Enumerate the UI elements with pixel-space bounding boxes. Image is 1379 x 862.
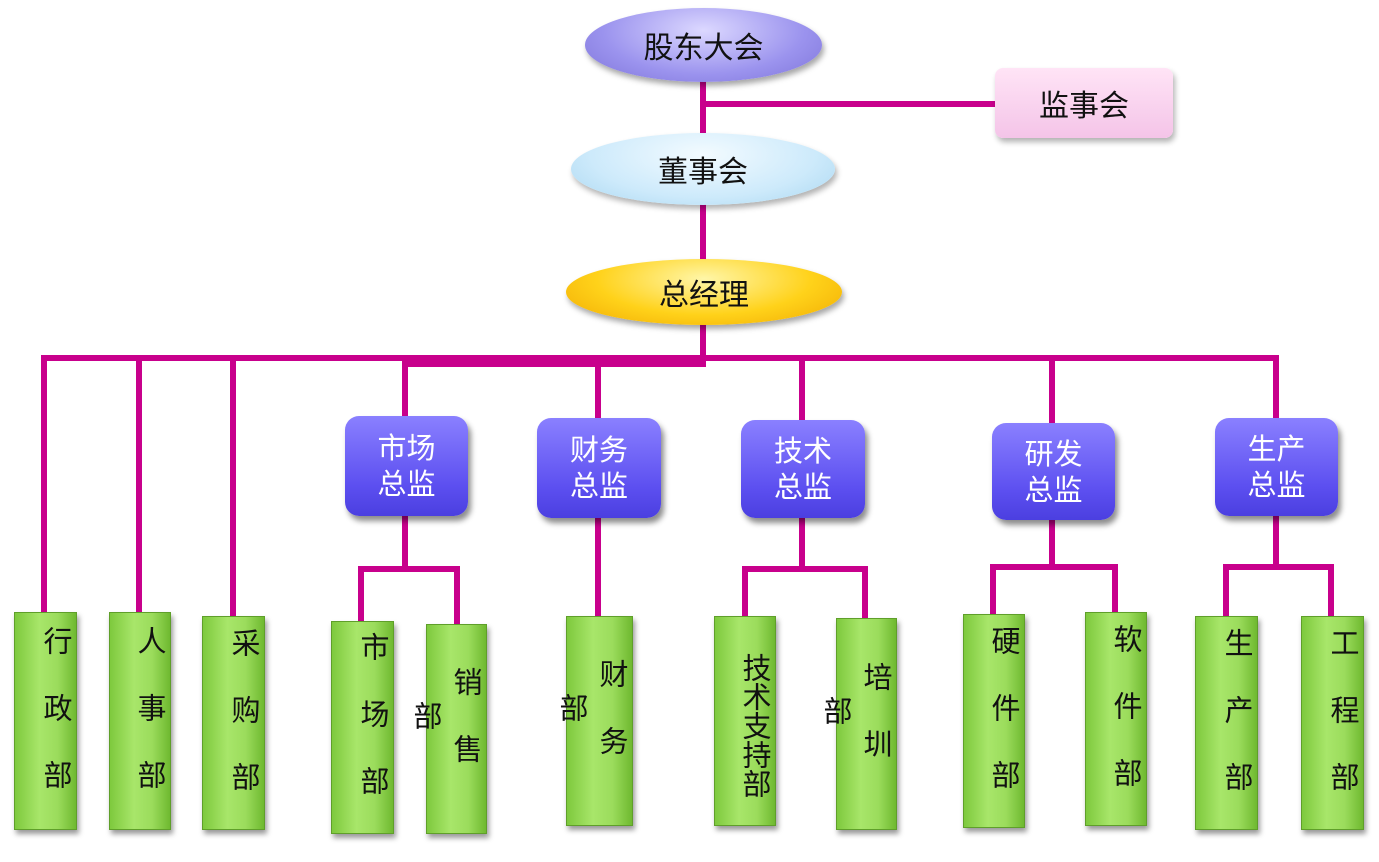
shareholders-meeting-label: 股东大会: [643, 31, 764, 66]
dept-market-label: 市场部: [356, 632, 390, 833]
general-manager-node: 总经理: [566, 259, 842, 325]
dept-admin-label: 行政部: [39, 625, 73, 827]
dept-finance: 财务部: [555, 616, 633, 826]
finance-director-node: 财务 总监: [537, 418, 661, 518]
dept-tech-support: 技术支持部: [714, 616, 776, 826]
dept-purchasing-label: 采购部: [227, 627, 261, 829]
dept-engineering-label: 工程部: [1326, 627, 1360, 829]
production-director-node: 生产 总监: [1215, 418, 1338, 516]
dept-engineering: 工程部: [1301, 616, 1364, 830]
production-director-label: 生产 总监: [1247, 432, 1306, 502]
dept-hr-label: 人事部: [133, 625, 167, 827]
market-director-label: 市场 总监: [377, 431, 436, 501]
dept-training: 培圳部: [819, 618, 897, 830]
dept-sales: 销售部: [409, 624, 487, 834]
finance-director-label: 财务 总监: [569, 433, 628, 503]
dept-finance-label: 财务部: [555, 659, 629, 793]
dept-software-label: 软件部: [1109, 623, 1143, 825]
tech-director-node: 技术 总监: [741, 420, 865, 518]
dept-hardware-label: 硬件部: [987, 625, 1021, 827]
dept-market: 市场部: [331, 621, 394, 834]
general-manager-label: 总经理: [659, 278, 749, 313]
dept-tech-support-label: 技术支持部: [738, 652, 772, 798]
dept-admin: 行政部: [14, 612, 77, 830]
dept-hr: 人事部: [109, 612, 171, 830]
board-of-directors-node: 董事会: [571, 133, 835, 205]
dept-sales-label: 销售部: [409, 667, 483, 801]
dept-training-label: 培圳部: [819, 662, 893, 796]
dept-purchasing: 采购部: [202, 616, 265, 830]
dept-production-label: 生产部: [1220, 627, 1254, 829]
market-director-node: 市场 总监: [345, 416, 468, 516]
dept-software: 软件部: [1085, 612, 1147, 826]
board-of-directors-label: 董事会: [658, 155, 748, 190]
dept-production: 生产部: [1195, 616, 1258, 830]
rnd-director-node: 研发 总监: [992, 423, 1115, 520]
supervisory-board-node: 监事会: [995, 68, 1173, 138]
dept-hardware: 硬件部: [963, 614, 1025, 828]
tech-director-label: 技术 总监: [773, 434, 832, 504]
supervisory-board-label: 监事会: [1039, 89, 1129, 124]
shareholders-meeting-node: 股东大会: [585, 8, 822, 82]
rnd-director-label: 研发 总监: [1024, 436, 1083, 507]
